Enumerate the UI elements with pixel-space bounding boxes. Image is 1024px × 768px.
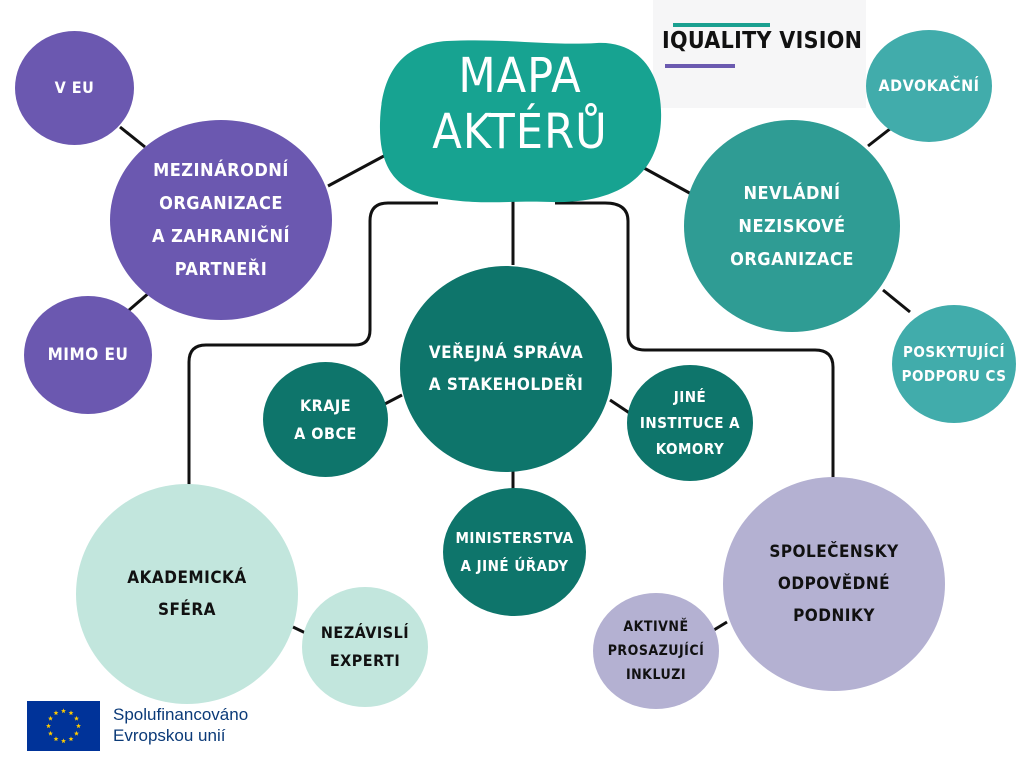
node-ministerstva: MINISTERSTVA A JINÉ ÚŘADY bbox=[443, 488, 586, 616]
node-nevladni-label: NEVLÁDNÍ NEZISKOVÉ ORGANIZACE bbox=[730, 182, 854, 270]
eu-star bbox=[61, 738, 66, 744]
node-verejna: VEŘEJNÁ SPRÁVA A STAKEHOLDEŘI bbox=[400, 266, 612, 472]
node-advokacni-label: ADVOKAČNÍ bbox=[878, 75, 980, 95]
eu-star bbox=[48, 730, 53, 736]
node-advokacni: ADVOKAČNÍ bbox=[866, 30, 992, 142]
node-akademicka-label: AKADEMICKÁ SFÉRA bbox=[127, 568, 247, 620]
node-spolecensky: SPOLEČENSKY ODPOVĚDNÉ PODNIKY bbox=[723, 477, 945, 691]
node-aktivne-label: AKTIVNĚ PROSAZUJÍCÍ INKLUZI bbox=[607, 619, 705, 683]
eu-star bbox=[74, 730, 79, 736]
eu-star bbox=[68, 710, 74, 716]
node-mimo-eu: MIMO EU bbox=[24, 296, 152, 414]
eu-flag-icon bbox=[27, 701, 100, 751]
center-title: MAPA AKTÉRŮ bbox=[432, 48, 608, 160]
eu-star bbox=[53, 736, 59, 742]
node-poskytujici-label: POSKYTUJÍCÍ PODPORU CS bbox=[901, 343, 1007, 385]
eu-star bbox=[68, 736, 74, 742]
node-jine: JINÉ INSTITUCE A KOMORY bbox=[627, 365, 753, 481]
eu-cofunding-text: Spolufinancováno Evropskou unií bbox=[113, 705, 249, 745]
logo-text: IQUALITY VISION bbox=[662, 28, 863, 54]
node-ministerstva-label: MINISTERSTVA A JINÉ ÚŘADY bbox=[455, 529, 574, 575]
node-jine-label: JINÉ INSTITUCE A KOMORY bbox=[639, 388, 741, 458]
eu-star bbox=[61, 708, 66, 714]
node-spolecensky-label: SPOLEČENSKY ODPOVĚDNÉ PODNIKY bbox=[769, 542, 899, 626]
node-kraje-label: KRAJE A OBCE bbox=[294, 395, 357, 443]
eu-star bbox=[74, 715, 79, 721]
node-mezinarodni: MEZINÁRODNÍ ORGANIZACE A ZAHRANIČNÍ PART… bbox=[110, 120, 332, 320]
logo-background bbox=[653, 0, 866, 108]
node-aktivne: AKTIVNĚ PROSAZUJÍCÍ INKLUZI bbox=[593, 593, 719, 709]
node-mezinarodni-label: MEZINÁRODNÍ ORGANIZACE A ZAHRANIČNÍ PART… bbox=[151, 160, 291, 280]
node-kraje: KRAJE A OBCE bbox=[263, 362, 388, 477]
node-nezavisli: NEZÁVISLÍ EXPERTI bbox=[302, 587, 428, 707]
node-nezavisli-label: NEZÁVISLÍ EXPERTI bbox=[320, 623, 410, 670]
logo-accent-top bbox=[673, 23, 770, 27]
eu-star bbox=[46, 723, 51, 729]
node-v-eu-label: V EU bbox=[54, 77, 95, 97]
node-nevladni: NEVLÁDNÍ NEZISKOVÉ ORGANIZACE bbox=[684, 120, 900, 332]
node-verejna-label: VEŘEJNÁ SPRÁVA A STAKEHOLDEŘI bbox=[428, 343, 584, 395]
node-poskytujici: POSKYTUJÍCÍ PODPORU CS bbox=[892, 305, 1016, 423]
node-mimo-eu-label: MIMO EU bbox=[47, 344, 129, 365]
eu-star bbox=[53, 710, 59, 716]
eu-star bbox=[76, 723, 81, 729]
logo-accent-bottom bbox=[665, 64, 735, 68]
node-akademicka: AKADEMICKÁ SFÉRA bbox=[76, 484, 298, 704]
eu-star bbox=[48, 715, 53, 721]
center-blob bbox=[379, 40, 662, 203]
node-v-eu: V EU bbox=[15, 31, 134, 145]
